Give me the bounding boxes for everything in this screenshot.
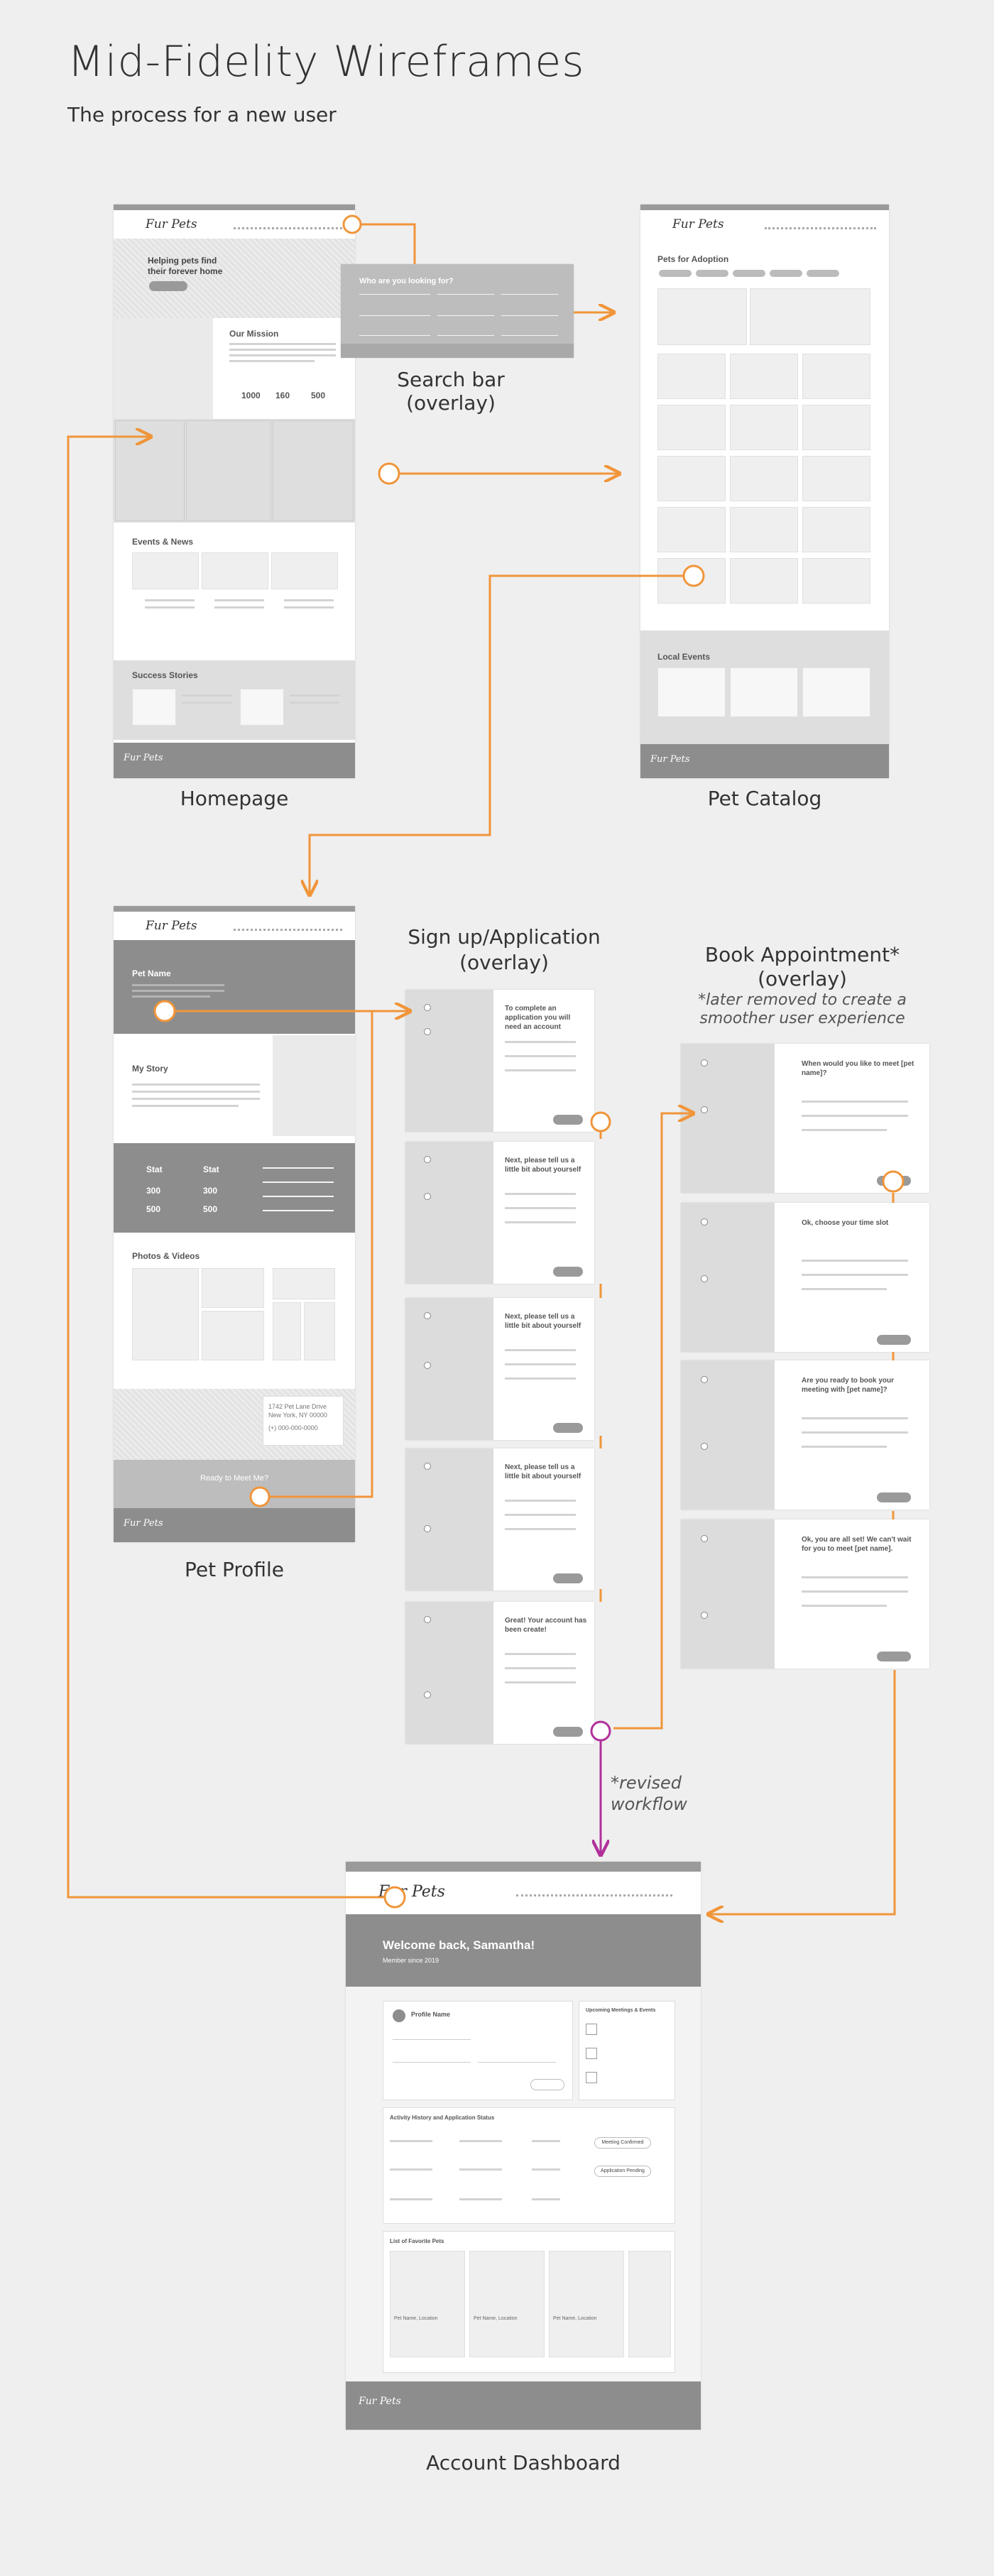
book-step-title: When would you like to meet [pet name]? <box>802 1060 914 1077</box>
signup-label: Sign up/Application(overlay) <box>408 925 601 974</box>
signup-step-5: Great! Your account has been create! <box>405 1602 594 1744</box>
hero-button <box>149 281 187 291</box>
pet-catalog-wireframe: Fur Pets Pets for Adoption Local Events … <box>640 204 889 778</box>
search-question: Who are you looking for? <box>359 277 454 285</box>
events-heading: Events & News <box>132 537 194 547</box>
book-step-2: Ok, choose your time slot <box>681 1203 929 1352</box>
signup-step-4: Next, please tell us a little bit about … <box>405 1448 594 1590</box>
homepage-label: Homepage <box>180 787 289 810</box>
book-step-4: Ok, you are all set! We can't wait for y… <box>681 1519 929 1669</box>
pet-profile-label: Pet Profile <box>184 1558 285 1581</box>
catalog-heading: Pets for Adoption <box>657 254 729 264</box>
book-step-title: Ok, you are all set! We can't wait for y… <box>802 1536 912 1553</box>
account-dashboard-wireframe: Fur Pets Welcome back, Samantha! Member … <box>346 1862 701 2430</box>
stories-heading: Success Stories <box>132 670 198 680</box>
book-step-title: Are you ready to book your meeting with … <box>802 1377 895 1394</box>
page-title: Mid-Fidelity Wireframes <box>67 37 585 87</box>
logo: Fur Pets <box>146 217 197 231</box>
search-label: Search bar(overlay) <box>397 368 505 415</box>
welcome-heading: Welcome back, Samantha! <box>383 1938 535 1952</box>
signup-step-title: Next, please tell us a little bit about … <box>505 1463 581 1480</box>
member-since: Member since 2019 <box>383 1957 439 1964</box>
dashboard-label: Account Dashboard <box>426 2451 621 2474</box>
signup-step-1: To complete an application you will need… <box>405 990 594 1132</box>
book-step-3: Are you ready to book your meeting with … <box>681 1360 929 1510</box>
pet-profile-wireframe: Fur Pets Pet Name My Story Stat Stat 300… <box>114 906 355 1542</box>
signup-step-2: Next, please tell us a little bit about … <box>405 1142 594 1284</box>
search-overlay-wireframe: Who are you looking for? <box>341 264 574 358</box>
book-step-1: When would you like to meet [pet name]? <box>681 1044 929 1193</box>
signup-step-title: Next, please tell us a little bit about … <box>505 1313 581 1330</box>
signup-step-title: Great! Your account has been create! <box>505 1617 587 1634</box>
book-step-title: Ok, choose your time slot <box>802 1219 889 1227</box>
meet-heading: Ready to Meet Me? <box>200 1474 268 1483</box>
photos-heading: Photos & Videos <box>132 1251 200 1261</box>
signup-step-title: To complete an application you will need… <box>505 1005 571 1031</box>
my-story-heading: My Story <box>132 1064 168 1074</box>
local-events-heading: Local Events <box>657 652 711 662</box>
avatar <box>393 2009 405 2022</box>
signup-step-3: Next, please tell us a little bit about … <box>405 1298 594 1440</box>
pet-name-heading: Pet Name <box>132 968 171 978</box>
hero-text: Helping pets find their forever home <box>148 256 223 276</box>
pet-catalog-label: Pet Catalog <box>707 787 822 810</box>
mission-heading: Our Mission <box>229 329 279 339</box>
signup-step-title: Next, please tell us a little bit about … <box>505 1157 581 1174</box>
book-label: Book Appointment*(overlay) <box>704 943 900 990</box>
page-subtitle: The process for a new user <box>67 103 337 126</box>
homepage-wireframe: Fur Pets Helping pets find their forever… <box>114 204 355 778</box>
